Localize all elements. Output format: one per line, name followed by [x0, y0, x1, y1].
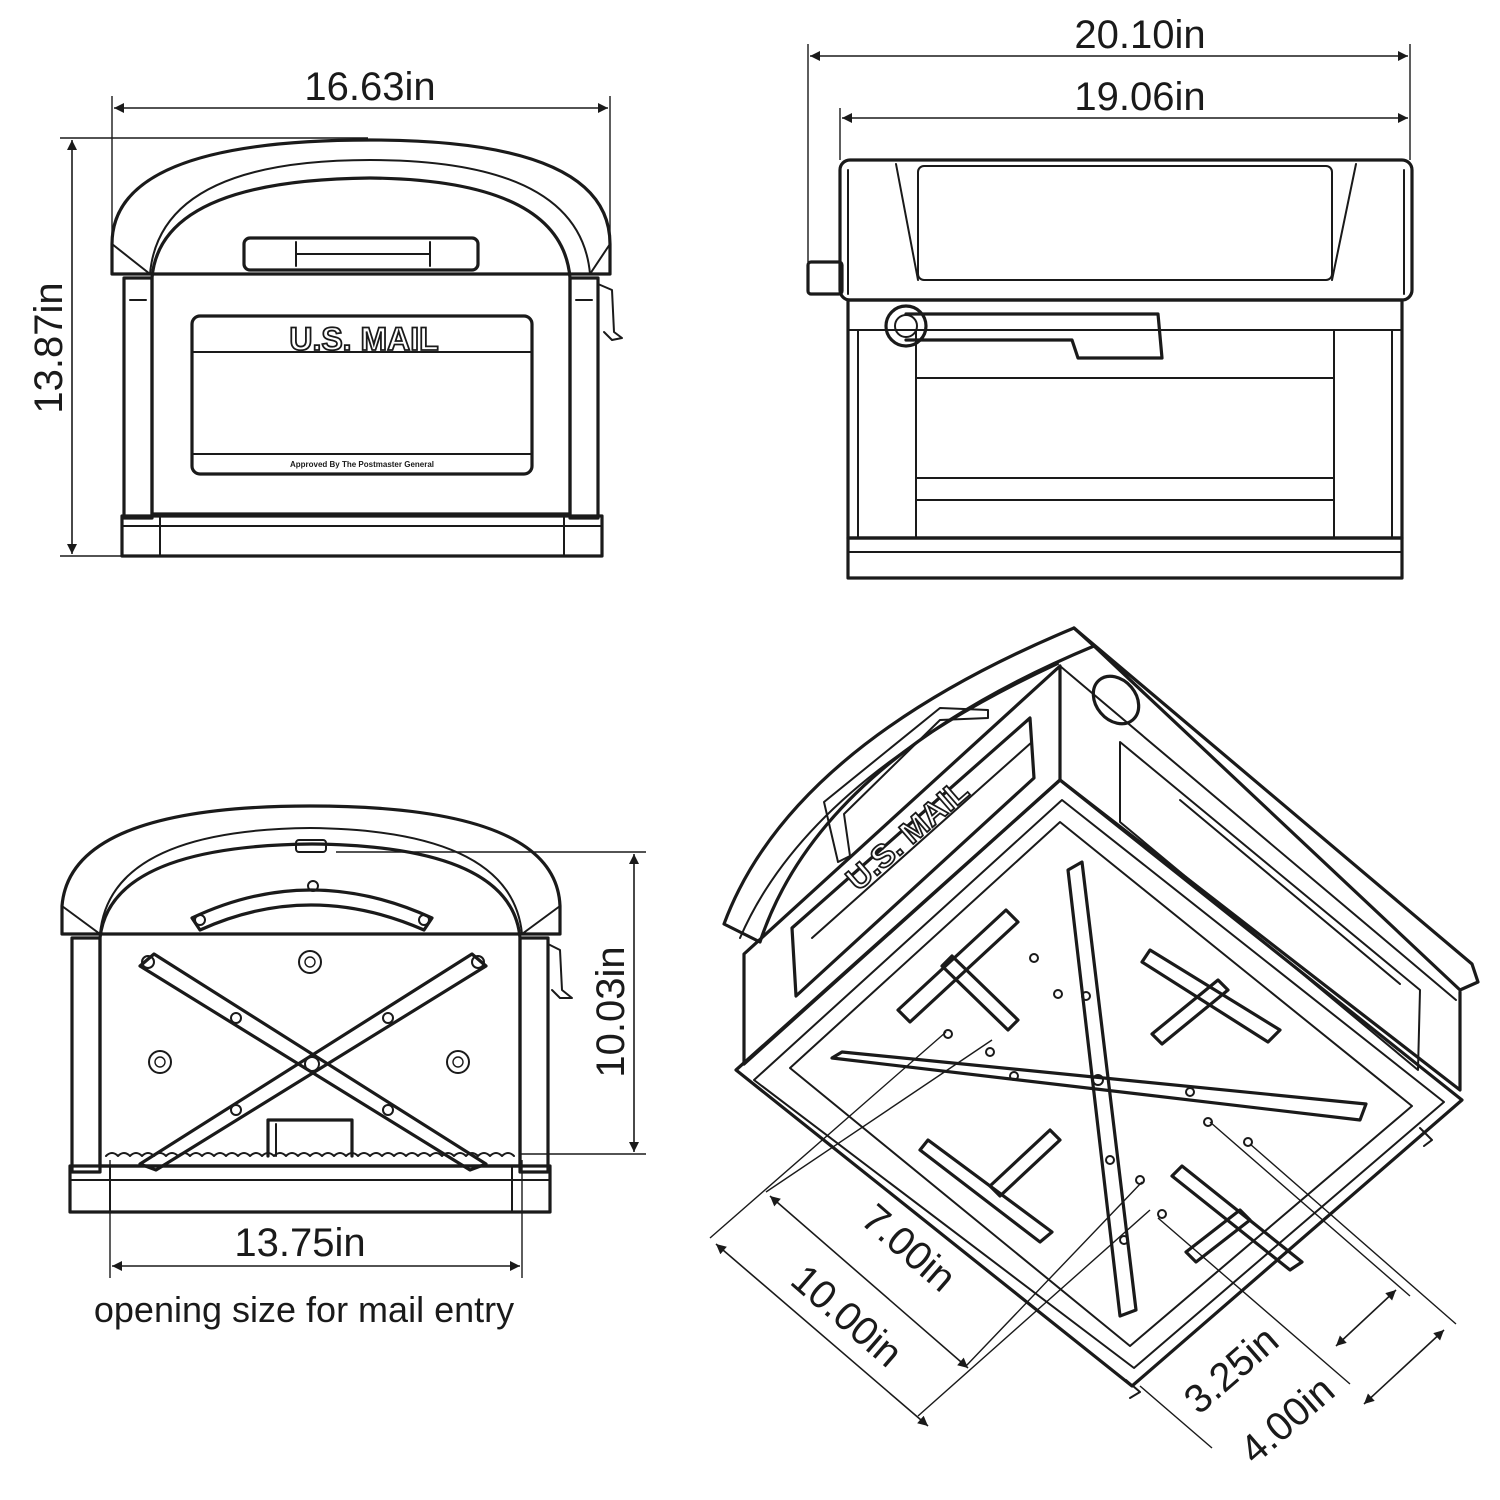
- bottom-dimensions: 10.00in 7.00in 3.25in 4.00in: [709, 1031, 1457, 1473]
- rear-caption: opening size for mail entry: [94, 1289, 514, 1330]
- front-plate-subtitle: Approved By The Postmaster General: [290, 460, 434, 469]
- bottom-dim-b-label: 10.00in: [783, 1257, 911, 1376]
- top-overall-width-label: 20.10in: [1074, 13, 1205, 57]
- top-view: 20.10in 19.06in: [806, 13, 1414, 580]
- front-plate-title: U.S. MAIL: [289, 321, 438, 357]
- front-height-label: 13.87in: [27, 282, 71, 413]
- front-width-dimension: 16.63in: [111, 65, 611, 240]
- front-height-dimension: 13.87in: [27, 137, 368, 557]
- front-view: 16.63in 13.87in: [27, 65, 623, 558]
- rear-height-label: 10.03in: [589, 946, 633, 1077]
- rear-width-dimension: 13.75in: [109, 1160, 523, 1278]
- front-mailbox-drawing: U.S. MAIL Approved By The Postmaster Gen…: [110, 138, 623, 558]
- top-mailbox-drawing: [806, 158, 1414, 580]
- top-body-width-dimension: 19.06in: [839, 75, 1408, 160]
- rear-mailbox-drawing: [60, 804, 573, 1214]
- bottom-view: U.S. MAIL: [709, 626, 1480, 1473]
- front-width-label: 16.63in: [304, 65, 435, 109]
- top-body-width-label: 19.06in: [1074, 75, 1205, 119]
- rear-height-dimension: 10.03in: [336, 851, 646, 1155]
- rear-view: 10.03in 13.75in opening size for mail en…: [60, 804, 646, 1330]
- top-overall-width-dimension: 20.10in: [807, 13, 1411, 262]
- bottom-dim-a-label: 7.00in: [853, 1196, 964, 1301]
- rear-width-label: 13.75in: [234, 1221, 365, 1265]
